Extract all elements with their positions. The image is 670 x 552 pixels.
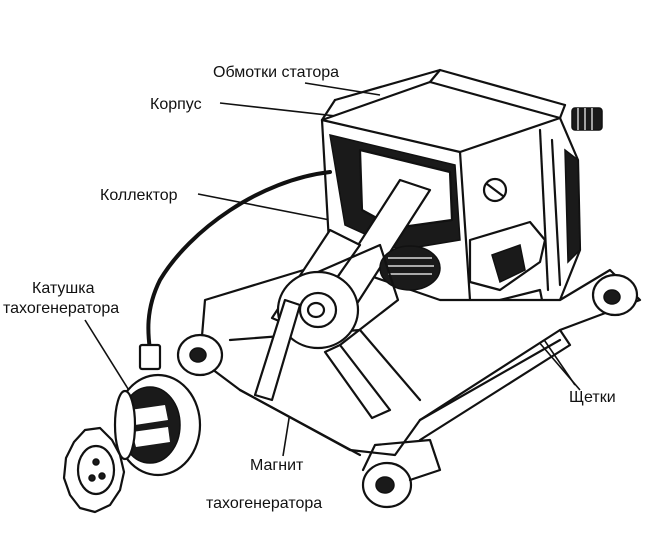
label-commutator: Коллектор — [100, 187, 178, 204]
label-housing: Корпус — [150, 96, 202, 113]
label-stator-windings: Обмотки статора — [213, 64, 339, 81]
front-hub — [276, 243, 400, 350]
label-tacho-coil-line2: тахогенератора — [3, 300, 119, 317]
label-tacho-magnet-line2: тахогенератора — [206, 495, 322, 512]
label-brushes: Щетки — [569, 389, 616, 406]
front-bottom-foot — [361, 438, 442, 509]
label-tacho-magnet-line1: Магнит — [250, 457, 304, 474]
front-left-foot — [176, 333, 224, 377]
label-tacho-coil-line1: Катушка — [32, 280, 95, 297]
leader-stator-windings — [304, 82, 381, 96]
leader-tacho-coil — [84, 319, 136, 401]
rear-right-foot — [591, 273, 639, 317]
tacho-coil — [113, 343, 202, 477]
rear-shaft — [571, 107, 603, 131]
tacho-magnet — [62, 426, 126, 514]
motor-body — [176, 68, 642, 509]
commutator — [379, 245, 441, 291]
tacho-cable — [146, 170, 332, 352]
leader-commutator — [197, 193, 341, 223]
